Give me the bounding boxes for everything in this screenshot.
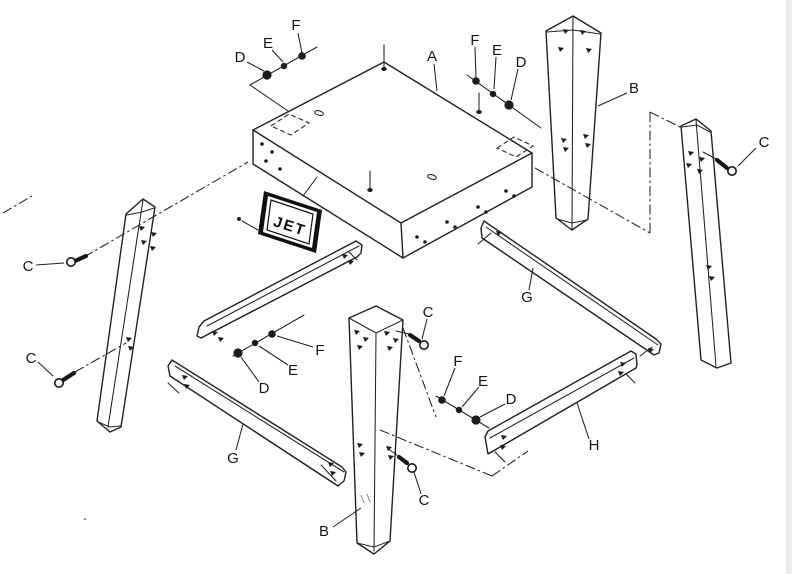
- part-label-C-4: C: [423, 304, 434, 321]
- leader-line-E-3: [258, 345, 289, 366]
- leader-line-F-4: [443, 367, 456, 397]
- leader-line-C-2: [37, 361, 54, 377]
- brace-lower-right-H: [484, 350, 638, 455]
- panel-face-rivets: [260, 142, 516, 244]
- part-label-H-1: H: [589, 437, 600, 454]
- jet-logo-plate: JET: [237, 176, 322, 253]
- nut-D: [233, 348, 243, 358]
- part-label-C-2: C: [26, 350, 37, 367]
- part-label-G-2: G: [227, 450, 239, 467]
- leader-line-E-2: [493, 56, 497, 90]
- fastener-stack-bottom-left: [232, 314, 305, 358]
- screw-F: [298, 52, 306, 60]
- panel-bolts: [367, 44, 482, 192]
- part-label-B-1: B: [629, 80, 639, 97]
- leg-upper-right: [545, 15, 602, 231]
- part-label-E-3: E: [288, 362, 298, 379]
- washer-E: [489, 90, 497, 98]
- leader-line-E-1: [271, 49, 284, 63]
- part-label-C-3: C: [759, 134, 770, 151]
- leader-line-G-2: [235, 423, 244, 451]
- part-label-F-4: F: [453, 353, 462, 370]
- part-label-E-2: E: [492, 42, 502, 59]
- bolt-hole-marks: [126, 29, 715, 476]
- nut-D: [471, 415, 481, 425]
- part-label-D-3: D: [259, 380, 270, 397]
- part-label-D-1: D: [235, 49, 246, 66]
- part-label-D-2: D: [516, 54, 527, 71]
- brace-right-G: [480, 220, 662, 356]
- leg-left: [96, 198, 156, 433]
- fastener-stack-bottom-right: [435, 395, 490, 429]
- leader-line-E-4: [461, 386, 480, 408]
- part-label-F-1: F: [291, 17, 300, 34]
- part-label-B-2: B: [319, 523, 329, 540]
- scan-speck: [83, 517, 87, 521]
- washer-E: [455, 406, 463, 414]
- leader-line-D-3: [240, 356, 260, 383]
- scan-edge: [786, 0, 792, 574]
- leader-line-C-1: [35, 262, 65, 266]
- washer-E: [280, 62, 288, 70]
- leader-line-F-3: [276, 335, 314, 348]
- brace-lower-left-G: [167, 359, 347, 487]
- part-label-F-2: F: [470, 32, 479, 49]
- leader-line-F-2: [474, 46, 477, 79]
- leader-line-F-1: [297, 32, 303, 54]
- part-label-E-4: E: [478, 373, 488, 390]
- leg-mount-ghost-left: [269, 113, 311, 136]
- brace-upper-left: [196, 240, 363, 339]
- nut-D: [504, 100, 514, 110]
- part-label-G-1: G: [521, 289, 533, 306]
- part-label-D-4: D: [506, 391, 517, 408]
- part-label-A: A: [427, 48, 437, 65]
- part-label-F-3: F: [315, 342, 324, 359]
- leg-mount-ghost-right: [495, 136, 535, 158]
- panel-hole: [427, 174, 437, 180]
- nut-D: [262, 70, 272, 80]
- leader-line-D-4: [479, 403, 506, 418]
- washer-E: [251, 339, 259, 347]
- leader-line-B-2: [332, 507, 362, 528]
- part-label-E-1: E: [263, 35, 273, 52]
- part-label-C-5: C: [419, 492, 430, 509]
- fastener-stack-top-right: [466, 74, 542, 129]
- screw-C-center-upper: [395, 330, 429, 350]
- table-top-panel: [252, 44, 535, 259]
- leader-line-D-2: [510, 68, 519, 101]
- leader-line-G-1: [528, 267, 534, 291]
- part-label-C-1: C: [23, 258, 34, 275]
- leader-line-C-3: [737, 147, 757, 167]
- leg-right: [680, 118, 732, 369]
- leader-line-B-1: [597, 92, 628, 107]
- tick-marks: [167, 232, 653, 482]
- panel-hole: [314, 110, 324, 116]
- assembly-centerlines: [2, 111, 683, 477]
- leader-line-H-1: [576, 402, 590, 440]
- scan-scratch: [360, 493, 371, 504]
- logo-face: [263, 196, 317, 248]
- leg-center: [348, 305, 404, 555]
- screw-F: [268, 330, 276, 338]
- leader-line-C-5: [413, 471, 422, 495]
- fastener-stack-top-left: [249, 46, 318, 112]
- screw-C-left-upper: [66, 253, 89, 267]
- leader-line-D-1: [246, 61, 265, 72]
- screw-F: [472, 77, 480, 85]
- screw-F: [438, 396, 446, 404]
- leader-line-A: [433, 63, 438, 92]
- screw-C-right: [702, 151, 737, 177]
- leader-line-C-4: [421, 318, 428, 340]
- screw-C-left-lower: [53, 370, 77, 388]
- screw-C-center-lower: [387, 448, 417, 473]
